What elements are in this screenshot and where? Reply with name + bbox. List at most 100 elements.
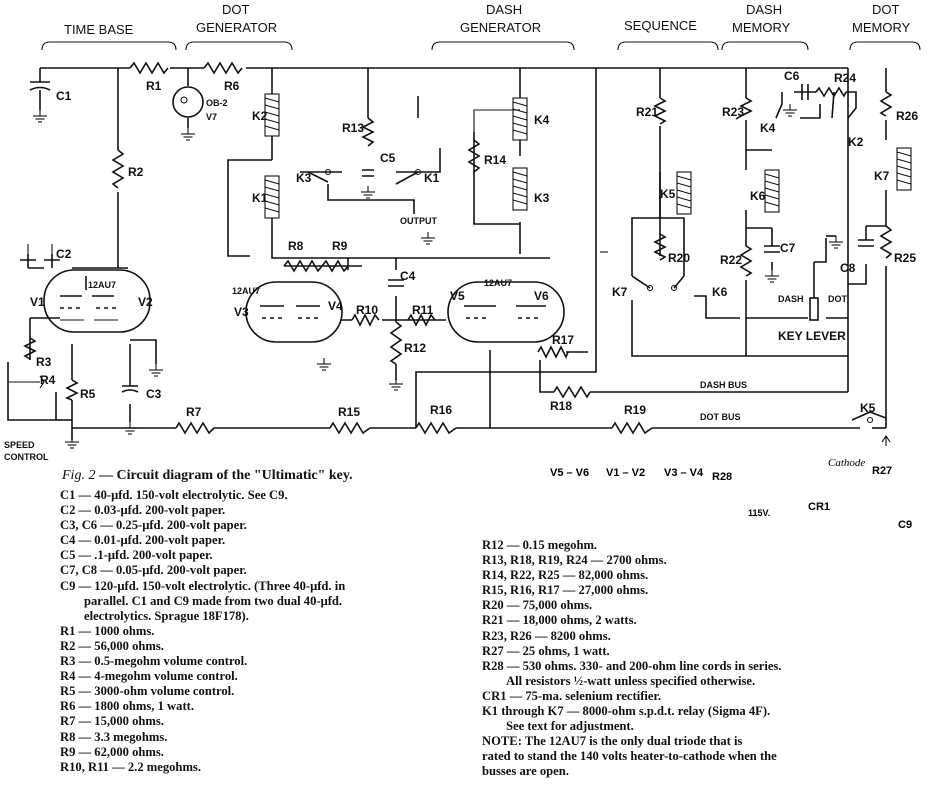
svg-text:V7: V7 [206,112,217,122]
resistors [8,61,893,435]
section-dash-generator: GENERATOR [460,20,541,35]
svg-text:R9: R9 [332,239,348,253]
svg-text:K4: K4 [760,121,776,135]
part-c4: C4 — 0.01-μfd. 200-volt paper. [60,533,226,548]
part-r5: R5 — 3000-ohm volume control. [60,684,235,699]
part-c9: C9 — 120-μfd. 150-volt electrolytic. (Th… [60,578,346,593]
resistor-r19 [611,421,653,435]
resistor-r9 [321,259,349,273]
section-dash: DASH [486,2,522,17]
svg-text:C5: C5 [380,151,396,165]
part-r20: R20 — 75,000 ohms. [482,598,593,613]
tube-v1-v2 [43,269,151,333]
svg-text:K2: K2 [848,135,864,149]
svg-text:V2: V2 [138,295,153,309]
svg-text:R15: R15 [338,405,360,419]
part-r21: R21 — 18,000 ohms, 2 watts. [482,613,637,628]
resistor-r7 [175,421,215,435]
part-c9-cont2: electrolytics. Sprague 18F178). [84,608,249,623]
svg-text:K2: K2 [252,109,268,123]
resistor-r18 [553,385,591,399]
resistor-r15 [329,421,371,435]
part-r23: R23, R26 — 8200 ohms. [482,628,611,643]
resistor-r10 [351,313,380,327]
svg-text:R5: R5 [80,387,96,401]
parts-list-left: C1 — 40-μfd. 150-volt electrolytic. See … [60,488,345,775]
part-r2: R2 — 56,000 ohms. [60,638,164,653]
parts-list-right: R12 — 0.15 megohm. R13, R18, R19, R24 — … [482,538,781,780]
svg-text:R22: R22 [720,253,742,267]
svg-text:R21: R21 [636,105,658,119]
relay-coil-k3 [512,167,528,211]
part-r8: R8 — 3.3 megohms. [60,729,168,744]
section-dot-mem: DOT [872,2,900,17]
part-r14: R14, R22, R25 — 82,000 ohms. [482,568,649,583]
resistor-r12 [389,321,403,365]
resistor-r8 [283,259,323,273]
svg-text:R11: R11 [412,303,434,317]
relay-coil-k5 [676,171,692,215]
relay-coil-k7 [896,147,912,191]
tube-v3-v4 [245,281,343,343]
svg-text:C7: C7 [780,241,796,255]
resistor-r23 [735,97,753,120]
wiring [7,67,887,440]
svg-text:C1: C1 [56,89,72,103]
svg-text:R13: R13 [342,121,364,135]
part-r1: R1 — 1000 ohms. [60,623,155,638]
resistor-r24 [815,86,847,98]
part-r4: R4 — 4-megohm volume control. [60,669,238,684]
part-c3-c6: C3, C6 — 0.25-μfd. 200-volt paper. [60,518,247,533]
svg-text:R25: R25 [894,251,916,265]
svg-text:V6: V6 [534,289,549,303]
svg-text:K3: K3 [534,191,550,205]
svg-text:K6: K6 [712,285,728,299]
figure-title: — Circuit diagram of the "Ultimatic" key… [95,468,353,483]
resistor-r2 [111,149,125,189]
svg-text:R4: R4 [40,373,56,387]
part-r27: R27 — 25 ohms, 1 watt. [482,643,610,658]
svg-text:R3: R3 [36,355,52,369]
svg-text:R7: R7 [186,405,202,419]
svg-text:K1: K1 [424,171,440,185]
resistor-r22 [739,245,753,277]
resistor-r16 [415,421,457,435]
svg-text:SPEED: SPEED [4,440,35,450]
resistor-r20 [653,233,667,261]
svg-text:DASH BUS: DASH BUS [700,380,747,390]
capacitor-c7 [764,245,780,253]
section-dash-mem: DASH [746,2,782,17]
capacitor-c1 [29,81,51,91]
figure-number: Fig. 2 [62,468,96,483]
part-r28: R28 — 530 ohms. 330- and 200-ohm line co… [482,658,782,673]
svg-text:K3: K3 [296,171,312,185]
part-c9-cont1: parallel. C1 and C9 made from two dual 4… [84,593,343,608]
svg-text:R14: R14 [484,153,506,167]
svg-text:CONTROL: CONTROL [4,452,49,462]
svg-text:V1: V1 [30,295,45,309]
svg-text:DOT: DOT [828,294,848,304]
resistor-r14 [467,139,481,173]
svg-text:K7: K7 [874,169,890,183]
svg-text:R26: R26 [896,109,918,123]
tube-v7 [172,86,204,118]
part-c2: C2 — 0.03-μfd. 200-volt paper. [60,503,226,518]
svg-text:C3: C3 [146,387,162,401]
svg-text:K1: K1 [252,191,268,205]
svg-text:C6: C6 [784,69,800,83]
part-resistor-note: All resistors ½-watt unless specified ot… [506,673,756,688]
svg-text:K6: K6 [750,189,766,203]
part-cr1: CR1 — 75-ma. selenium rectifier. [482,688,662,703]
part-r15: R15, R16, R17 — 27,000 ohms. [482,583,649,598]
key-lever [809,297,819,321]
part-r10-r11: R10, R11 — 2.2 megohms. [60,759,201,774]
svg-text:R10: R10 [356,303,378,317]
svg-text:C9: C9 [898,519,912,531]
svg-text:R24: R24 [834,71,856,85]
resistor-r5 [65,379,79,401]
section-dash-memory: MEMORY [732,20,791,35]
part-c5: C5 — .1-μfd. 200-volt paper. [60,548,213,563]
resistor-r26 [879,91,893,117]
note-line-2: rated to stand the 140 volts heater-to-c… [482,749,777,764]
part-r13: R13, R18, R19, R24 — 2700 ohms. [482,553,667,568]
